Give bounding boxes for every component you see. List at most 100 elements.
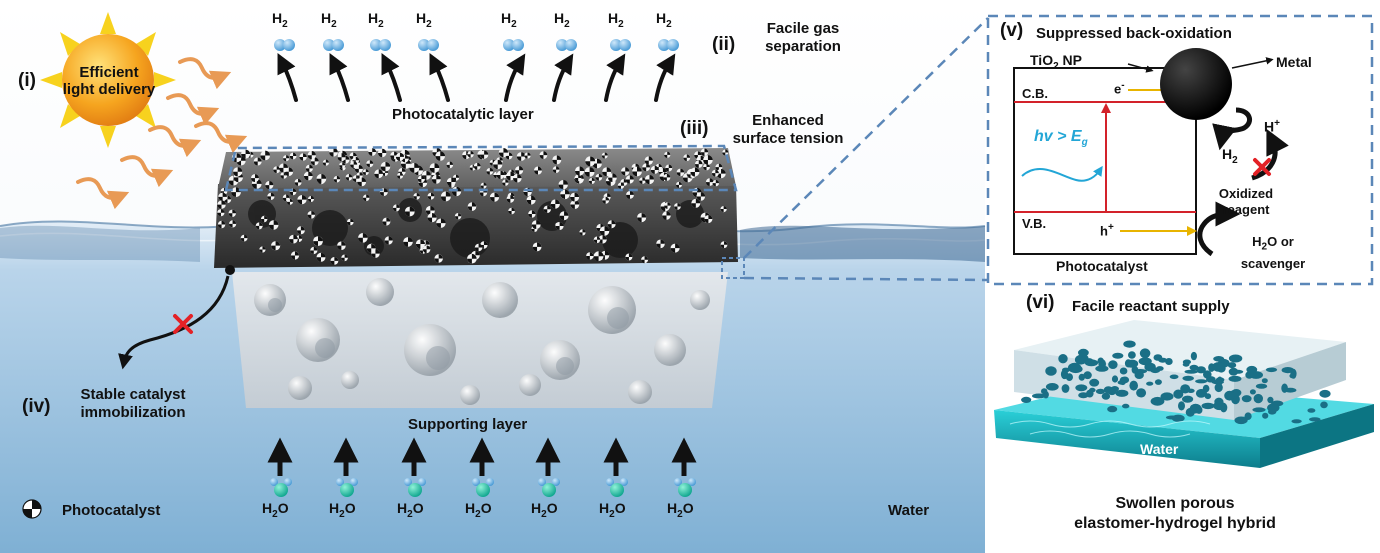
h2o-h: H (531, 500, 542, 516)
photocatalyst-legend-icon (22, 499, 42, 519)
h2o-label: H2O (599, 500, 626, 520)
tio2-sub: 2 (1053, 60, 1059, 72)
gas-separation-line2: separation (765, 38, 841, 55)
surface-tension-line1: Enhanced (752, 112, 824, 129)
h2-text: H (368, 10, 379, 26)
h2-sub: 2 (331, 18, 337, 30)
tio2-pointer (1127, 63, 1154, 73)
h2-label: H2 (368, 10, 384, 30)
h2-text: H (554, 10, 565, 26)
back-oxidation-title: Suppressed back-oxidation (1036, 25, 1232, 42)
label-i: (i) (18, 70, 36, 91)
scavenger-o-or: O or (1267, 234, 1294, 249)
h2-sub: 2 (282, 18, 288, 30)
h2-text: H (272, 10, 283, 26)
hybrid-caption-line2: elastomer-hydrogel hybrid (1074, 515, 1276, 532)
h2-sub: 2 (618, 18, 624, 30)
blocked-reaction-cross-icon (1253, 158, 1271, 176)
photon-energy-label: hv > Eg (1034, 128, 1088, 148)
h2-label: H2 (554, 10, 570, 30)
oxidized-line1: Oxidized (1218, 186, 1274, 201)
h2o-label: H2O (465, 500, 492, 520)
h2o-o: O (344, 500, 356, 516)
hybrid-caption-line1: Swollen porous (1115, 495, 1235, 512)
immobilization-line2: immobilization (80, 404, 186, 421)
metal-pointer (1231, 57, 1274, 69)
hole-label: h+ (1100, 222, 1114, 238)
label-v: (v) (1000, 20, 1024, 41)
water-label: Water (888, 502, 930, 519)
h2o-o: O (480, 500, 492, 516)
h2-label: H2 (272, 10, 288, 30)
photon-arrow (1021, 165, 1103, 182)
h2o-o: O (614, 500, 626, 516)
scavenger-h: H (1252, 234, 1262, 249)
h2-label: H2 (321, 10, 337, 30)
h2o-label: H2O (329, 500, 356, 520)
h2o-h: H (465, 500, 476, 516)
hole-sup: + (1107, 222, 1114, 233)
h2-label: H2 (501, 10, 517, 30)
oxidized-line2: reagent (1222, 202, 1270, 217)
supporting-layer-graphic (232, 272, 728, 408)
h2-text: H (656, 10, 667, 26)
photocatalytic-layer-label: Photocatalytic layer (392, 106, 534, 123)
tio2-text: TiO (1030, 52, 1054, 68)
hv-text: hv > E (1034, 128, 1082, 145)
h2-sub: 2 (666, 18, 672, 30)
water-supply-arrows (267, 437, 697, 476)
surface-tension-label: Enhanced surface tension (718, 112, 858, 148)
label-iv: (iv) (22, 396, 51, 417)
h2o-o: O (412, 500, 424, 516)
sun-label-line1: Efficient (79, 64, 139, 81)
gas-separation-label: Facile gas separation (748, 20, 858, 56)
scavenger-line2: scavenger (1240, 255, 1306, 271)
metal-label: Metal (1276, 54, 1312, 70)
h2-sub: 2 (511, 18, 517, 30)
h2o-label: H2O (397, 500, 424, 520)
photocatalytic-layer-graphic (214, 147, 738, 268)
h2o-sub: 2 (407, 508, 413, 520)
h2-sub: 2 (564, 18, 570, 30)
scavenger-sub: 2 (1261, 241, 1268, 253)
hplus-sup: + (1274, 118, 1280, 129)
h2-text: H (416, 10, 427, 26)
h2o-h: H (329, 500, 340, 516)
detach-arrow (118, 265, 235, 370)
label-vi: (vi) (1026, 292, 1055, 313)
blocked-cross-icon (173, 314, 193, 334)
hybrid-water-label: Water (1140, 441, 1179, 457)
inset-guide-bottom (743, 276, 989, 282)
h2-text: H (321, 10, 332, 26)
h2o-h: H (667, 500, 678, 516)
hplus-text: H (1264, 118, 1275, 135)
hole-text: h (1100, 223, 1108, 239)
electron-label: e- (1114, 80, 1125, 96)
electron-text: e (1114, 81, 1122, 97)
inset-guide-top (743, 17, 989, 259)
label-ii: (ii) (712, 34, 736, 55)
light-ray-arrows (76, 57, 248, 210)
reduction-arrow (1212, 107, 1253, 151)
scavenger-label: H2O or scavenger (1228, 234, 1318, 272)
back-oxidation-arrow (1251, 128, 1289, 181)
h2-text: H (501, 10, 512, 26)
sun-icon (40, 12, 176, 148)
h2o-h: H (262, 500, 273, 516)
inset-h2-sub: 2 (1232, 154, 1238, 166)
h2-release-arrows (277, 53, 676, 102)
h2o-o: O (546, 500, 558, 516)
h2o-o: O (682, 500, 694, 516)
immobilization-label: Stable catalyst immobilization (68, 386, 198, 422)
h2o-sub: 2 (339, 508, 345, 520)
supporting-layer-label: Supporting layer (408, 416, 528, 433)
h2o-sub: 2 (609, 508, 615, 520)
h2-label: H2 (608, 10, 624, 30)
hybrid-caption: Swollen porous elastomer-hydrogel hybrid (1040, 494, 1310, 534)
cb-label: C.B. (1022, 86, 1048, 101)
immobilization-line1: Stable catalyst (80, 386, 186, 403)
gas-separation-line1: Facile gas (766, 20, 840, 37)
h2-molecules (274, 39, 679, 51)
reactant-supply-title: Facile reactant supply (1072, 298, 1230, 315)
